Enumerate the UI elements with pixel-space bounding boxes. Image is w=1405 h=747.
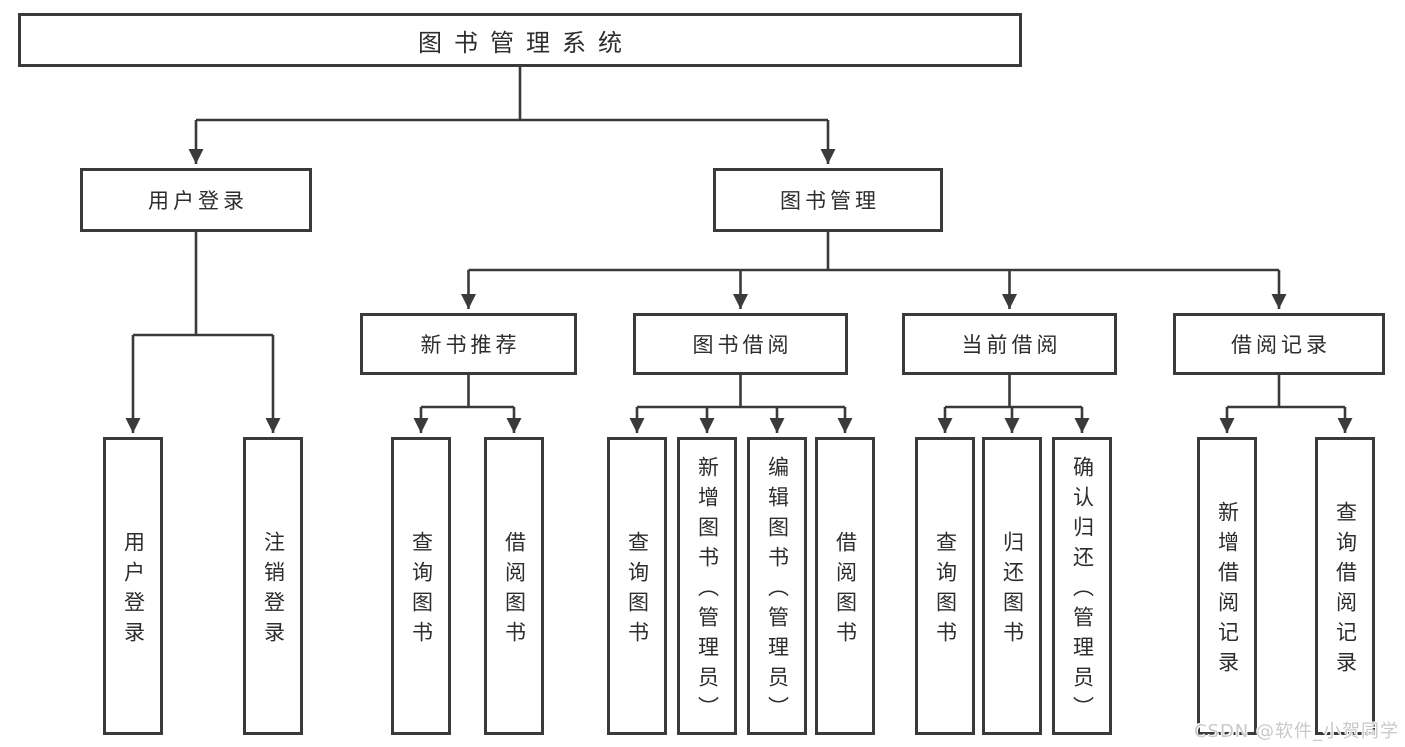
node-library-management-system: 图书管理系统: [18, 13, 1022, 67]
node-label: 查询图书: [933, 530, 958, 651]
leaf-query-books-current: 查询图书: [915, 437, 975, 735]
node-label: 用户登录: [121, 530, 146, 651]
leaf-add-book-admin: 新增图书（管理员）: [677, 437, 737, 735]
node-label: 注销登录: [261, 530, 286, 651]
leaf-borrow-books-recommend: 借阅图书: [484, 437, 544, 735]
node-label: 借阅图书: [833, 530, 858, 651]
leaf-confirm-return-admin: 确认归还（管理员）: [1052, 437, 1112, 735]
leaf-query-books-borrow: 查询图书: [607, 437, 667, 735]
node-label: 查询图书: [409, 530, 434, 651]
node-user-login: 用户登录: [80, 168, 312, 232]
node-label: 图书管理: [780, 189, 880, 213]
csdn-watermark: CSDN @软件_小贺同学: [1193, 721, 1399, 742]
node-label: 当前借阅: [961, 333, 1062, 357]
leaf-user-login: 用户登录: [103, 437, 163, 735]
node-label: 查询借阅记录: [1333, 500, 1358, 681]
leaf-query-books-recommend: 查询图书: [391, 437, 451, 735]
node-label: 查询图书: [625, 530, 650, 651]
node-label: 图书管理系统: [418, 28, 634, 57]
leaf-edit-book-admin: 编辑图书（管理员）: [747, 437, 807, 735]
node-borrow-records: 借阅记录: [1173, 313, 1385, 375]
node-new-book-recommend: 新书推荐: [360, 313, 577, 375]
node-book-management: 图书管理: [713, 168, 943, 232]
node-book-borrow: 图书借阅: [633, 313, 848, 375]
node-current-borrow: 当前借阅: [902, 313, 1117, 375]
node-label: 新增图书（管理员）: [695, 455, 720, 726]
node-label: 用户登录: [148, 189, 248, 213]
node-label: 借阅图书: [502, 530, 527, 651]
node-label: 确认归还（管理员）: [1070, 455, 1095, 726]
leaf-logout: 注销登录: [243, 437, 303, 735]
node-label: 借阅记录: [1231, 333, 1331, 357]
leaf-borrow-books: 借阅图书: [815, 437, 875, 735]
leaf-add-borrow-record: 新增借阅记录: [1197, 437, 1257, 735]
leaf-return-book: 归还图书: [982, 437, 1042, 735]
node-label: 新书推荐: [420, 333, 521, 357]
leaf-query-borrow-record: 查询借阅记录: [1315, 437, 1375, 735]
node-label: 新增借阅记录: [1215, 500, 1240, 681]
node-label: 归还图书: [1000, 530, 1025, 651]
node-label: 编辑图书（管理员）: [765, 455, 790, 726]
node-label: 图书借阅: [692, 333, 793, 357]
